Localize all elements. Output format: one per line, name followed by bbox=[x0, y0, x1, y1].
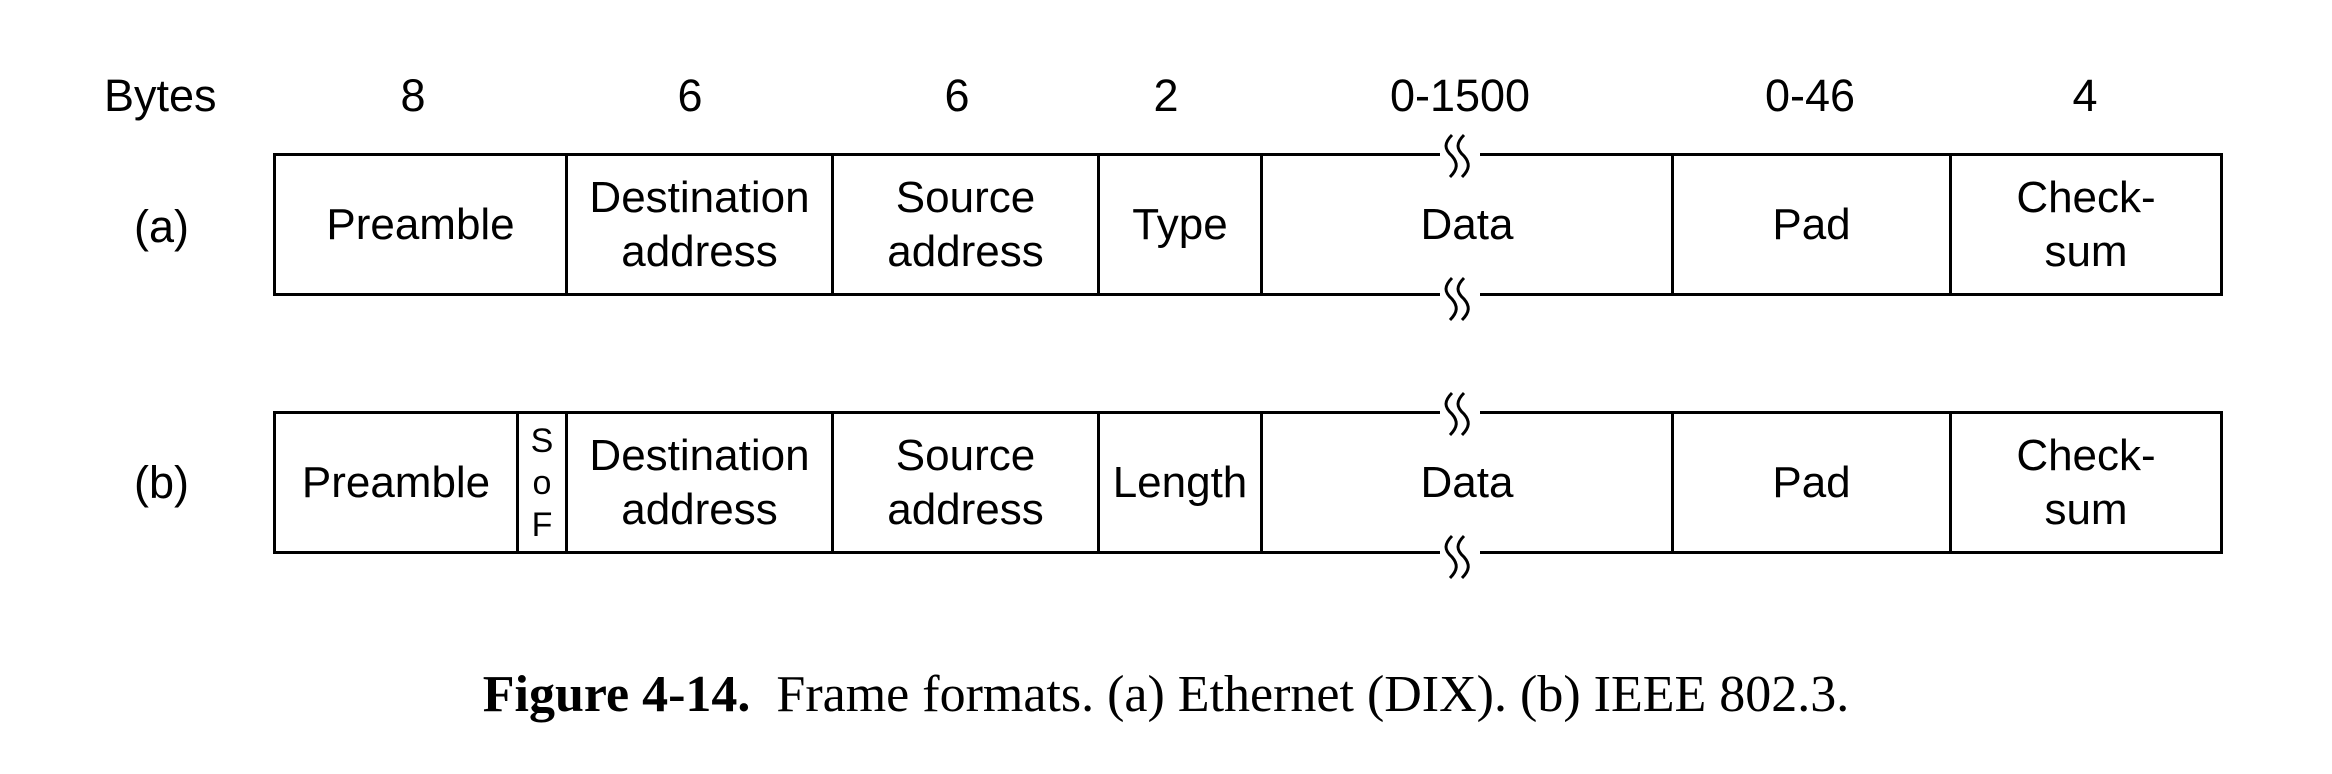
size-destination: 6 bbox=[677, 70, 703, 121]
field-source-address: Source address bbox=[834, 414, 1100, 551]
figure-caption-text: Frame formats. (a) Ethernet (DIX). (b) I… bbox=[776, 666, 1850, 723]
field-start-of-frame: S o F bbox=[519, 414, 568, 551]
frame-a: Preamble Destination address Source addr… bbox=[273, 153, 2223, 296]
break-mark-a-top bbox=[1440, 131, 1480, 181]
field-source-address: Source address bbox=[834, 156, 1100, 293]
frame-a-label: (a) bbox=[134, 201, 189, 252]
size-preamble: 8 bbox=[400, 70, 426, 121]
size-source: 6 bbox=[944, 70, 970, 121]
size-checksum: 4 bbox=[2072, 70, 2098, 121]
break-mark-b-bottom bbox=[1440, 532, 1480, 582]
figure-number: Figure 4-14. bbox=[482, 666, 751, 723]
field-destination-address: Destination address bbox=[568, 156, 834, 293]
field-length: Length bbox=[1100, 414, 1263, 551]
sof-letter-s: S bbox=[530, 421, 554, 460]
field-pad: Pad bbox=[1674, 156, 1952, 293]
sof-letter-o: o bbox=[532, 463, 552, 502]
sof-letter-f: F bbox=[531, 505, 553, 544]
break-mark-a-bottom bbox=[1440, 274, 1480, 324]
field-destination-address: Destination address bbox=[568, 414, 834, 551]
field-checksum: Check- sum bbox=[2016, 430, 2156, 534]
size-pad: 0-46 bbox=[1764, 70, 1856, 121]
field-preamble: Preamble bbox=[276, 156, 568, 293]
frame-b-label: (b) bbox=[134, 457, 189, 508]
field-pad: Pad bbox=[1674, 414, 1952, 551]
field-data: Data bbox=[1263, 156, 1674, 293]
figure-caption: Figure 4-14. Frame formats. (a) Ethernet… bbox=[0, 660, 2332, 730]
size-data: 0-1500 bbox=[1389, 70, 1531, 121]
frame-b: Preamble S o F Destination address Sourc… bbox=[273, 411, 2223, 554]
bytes-label: Bytes bbox=[104, 70, 217, 121]
field-preamble: Preamble bbox=[276, 414, 519, 551]
field-checksum: Check- sum bbox=[2016, 172, 2156, 276]
field-data: Data bbox=[1263, 414, 1674, 551]
size-type: 2 bbox=[1153, 70, 1179, 121]
field-type: Type bbox=[1100, 156, 1263, 293]
break-mark-b-top bbox=[1440, 389, 1480, 439]
